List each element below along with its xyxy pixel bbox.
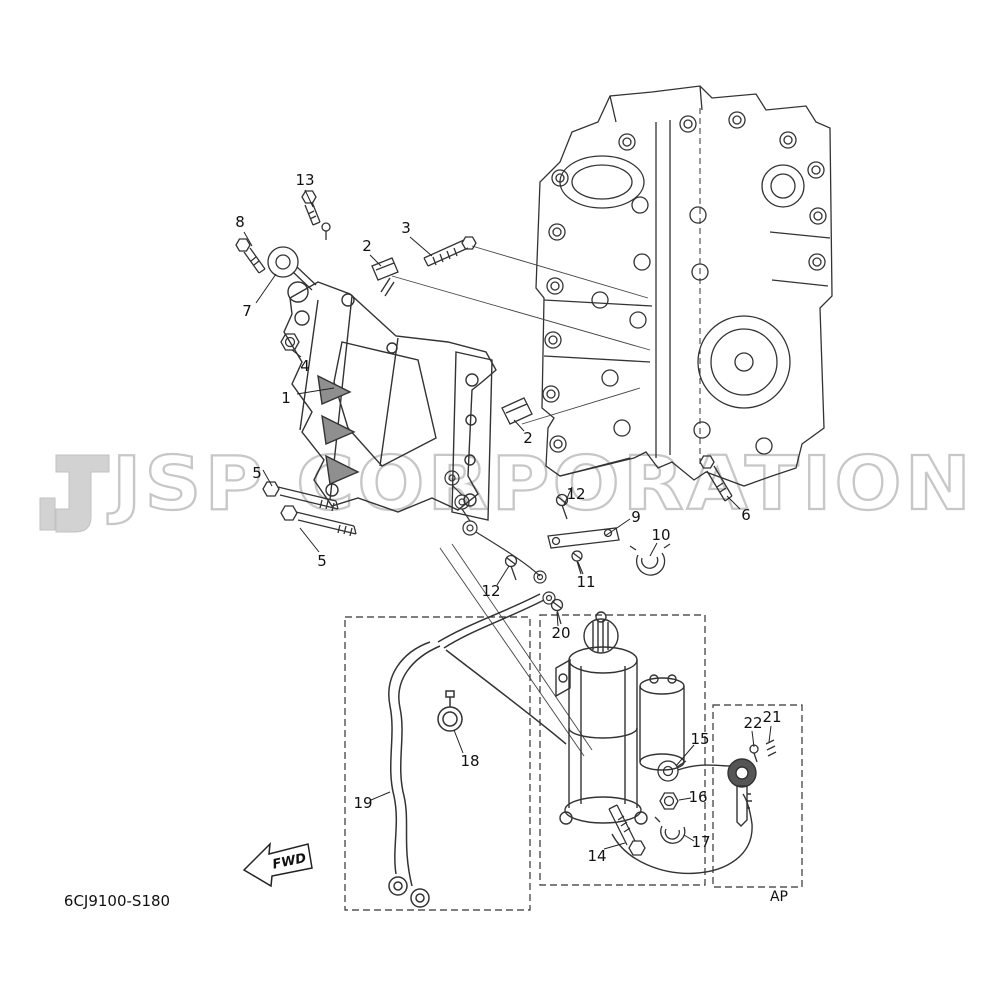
drawing-code: 6CJ9100-S180 bbox=[63, 892, 171, 910]
bolt-6 bbox=[699, 455, 715, 469]
part-callout-1: 1 bbox=[281, 389, 291, 407]
part-callout-8: 8 bbox=[235, 213, 245, 231]
part-callout-16: 16 bbox=[688, 788, 708, 806]
spacer-2b bbox=[501, 397, 533, 425]
ring-terminal-15 bbox=[657, 760, 687, 782]
part-callout-21: 21 bbox=[762, 708, 782, 726]
part-callout-22: 22 bbox=[743, 714, 763, 732]
leader-lines bbox=[243, 189, 772, 850]
bracket-assembly bbox=[283, 277, 497, 521]
part-callout-3: 3 bbox=[401, 219, 411, 237]
part-callout-12a: 12 bbox=[566, 485, 586, 503]
fasteners bbox=[235, 190, 777, 856]
part-callout-12b: 12 bbox=[481, 582, 501, 600]
bolt-14 bbox=[628, 840, 646, 856]
bolt-3 bbox=[461, 236, 477, 250]
clamp-17 bbox=[654, 816, 686, 844]
part-callout-17: 17 bbox=[691, 833, 711, 851]
bolt-5b bbox=[280, 505, 298, 521]
part-callout-2a: 2 bbox=[362, 237, 372, 255]
part-callout-19: 19 bbox=[353, 794, 373, 812]
clamp-18 bbox=[437, 690, 463, 732]
part-callout-15: 15 bbox=[690, 730, 710, 748]
starter-kit-box bbox=[539, 614, 706, 886]
key-switch bbox=[611, 758, 757, 874]
part-callout-6: 6 bbox=[741, 506, 751, 524]
screw-11 bbox=[571, 550, 583, 575]
clamp-10 bbox=[629, 543, 671, 576]
part-callout-18: 18 bbox=[460, 752, 480, 770]
fwd-label: FWD bbox=[271, 851, 308, 873]
part-callout-13: 13 bbox=[295, 171, 315, 189]
watermark-text: JSP CORPORATION bbox=[107, 441, 974, 527]
bolt-5a bbox=[262, 481, 280, 497]
screw-20 bbox=[550, 598, 564, 625]
fwd-arrow: FWD bbox=[242, 841, 313, 888]
strip-9 bbox=[547, 527, 620, 549]
jsp-logo bbox=[39, 454, 110, 533]
part-callout-10: 10 bbox=[651, 526, 671, 544]
screw-12a bbox=[555, 493, 569, 520]
part-callout-2b: 2 bbox=[523, 429, 533, 447]
engine-block bbox=[535, 85, 833, 487]
spacer-2a bbox=[371, 257, 399, 281]
screw-22 bbox=[749, 744, 759, 763]
dashed-boxes bbox=[344, 614, 803, 911]
ap-kit-box bbox=[712, 704, 803, 888]
starter-motor bbox=[555, 611, 685, 825]
clip-21 bbox=[765, 739, 777, 757]
ap-label: AP bbox=[769, 889, 789, 905]
part-callout-11: 11 bbox=[576, 573, 596, 591]
part-callout-9: 9 bbox=[631, 508, 641, 526]
battery-cables bbox=[388, 593, 567, 908]
bolt-13 bbox=[301, 190, 317, 204]
nut-16 bbox=[659, 792, 679, 810]
bolt-8 bbox=[235, 238, 251, 252]
cable-kit-box bbox=[344, 616, 531, 911]
eyelet-7 bbox=[267, 246, 299, 278]
screw-12b bbox=[504, 554, 518, 581]
nut-4 bbox=[280, 333, 300, 351]
part-callout-5b: 5 bbox=[317, 552, 327, 570]
part-callout-4: 4 bbox=[300, 357, 310, 375]
part-callout-5a: 5 bbox=[252, 464, 262, 482]
part-callout-14: 14 bbox=[587, 847, 607, 865]
assembly-guide-lines bbox=[391, 245, 651, 757]
part-callout-7: 7 bbox=[242, 302, 252, 320]
watermark: JSP CORPORATION bbox=[39, 440, 974, 533]
part-callout-20: 20 bbox=[551, 624, 571, 642]
